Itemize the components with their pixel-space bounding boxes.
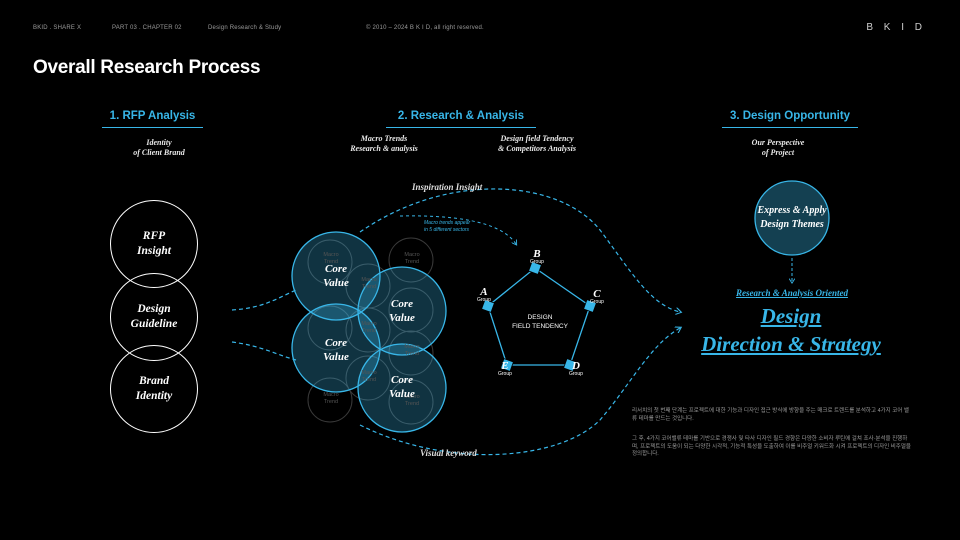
group-label-a: A Group [477,286,491,304]
macro-trend-circle [307,305,353,351]
core-value-circle-4 [357,343,447,433]
macro-trend-label: Macro Trend [323,252,339,265]
macro-trend-circle [307,377,353,423]
brand-logo: B K I D [866,22,926,33]
macro-trend-label: Macro Trend [323,392,339,405]
core-value-circle-1 [291,231,381,321]
visual-keyword-label: Visual keyword [420,448,477,458]
macro-trend-label: Macro Trend [361,321,377,334]
connector-rfp-to-core-bottom [231,341,297,361]
design-themes-circle [754,180,830,256]
group-label-b: B Group [530,248,544,266]
section-title-rfp: 1. RFP Analysis [102,110,203,128]
inspiration-insight-label: Inspiration Insight [412,182,483,192]
macro-trend-circle [307,239,353,285]
core-value-circle-3 [291,303,381,393]
core-value-label-3: Core Value [323,337,349,363]
breadcrumb-section: Design Research & Study [208,25,282,31]
macro-trend-label: Macro Trend [361,277,377,290]
design-field-pentagon [487,267,591,366]
description-paragraph-1: 리서치의 첫 번째 단계는 프로젝트에 대한 기능과 디자인 접근 방식에 방향… [632,408,909,422]
design-field-subtitle: Design field Tendency& Competitors Analy… [498,134,576,153]
group-node-b [528,261,542,275]
group-label-c: C Group [590,288,604,306]
group-node-e [500,358,514,372]
page-title: Overall Research Process [33,57,261,78]
group-node-a [481,299,495,313]
macro-trend-label: Macro Trend [361,370,377,383]
macro-trend-circle [345,307,391,353]
macro-trend-label: Macro Trend [404,344,420,357]
section-title-research: 2. Research & Analysis [386,110,536,128]
research-oriented-label: Research & Analysis Oriented [736,288,848,298]
group-node-d [563,358,577,372]
breadcrumb-brand: BKID . SHARE X [33,25,82,31]
ring-brand-identity: Brand Identity [110,345,198,433]
macro-trend-circle [345,355,391,401]
group-node-c [583,299,597,313]
core-value-label-2: Core Value [389,298,415,324]
connector-visual-arc [359,328,680,456]
core-value-circle-2 [357,266,447,356]
core-value-label-4: Core Value [389,374,415,400]
copyright: © 2010 – 2024 B K I D, all right reserve… [366,25,484,31]
group-label-d: D Group [569,360,583,378]
connector-rfp-to-core-top [231,289,297,311]
core-value-label-1: Core Value [323,263,349,289]
macro-trend-circle [388,237,434,283]
macro-trend-circle [388,287,434,333]
macro-trend-circle [388,379,434,425]
macro-trend-label: Macro Trend [404,252,420,265]
section-title-opportunity: 3. Design Opportunity [722,110,858,128]
macro-trend-label: Macro Trend [404,394,420,407]
breadcrumb-part: PART 03 . CHAPTER 02 [112,25,182,31]
description-paragraph-2: 그 후, 4가지 코어밸류 테마를 기반으로 경쟁사 및 타사 디자인 필드 경… [632,436,911,457]
group-label-e: E Group [498,360,512,378]
